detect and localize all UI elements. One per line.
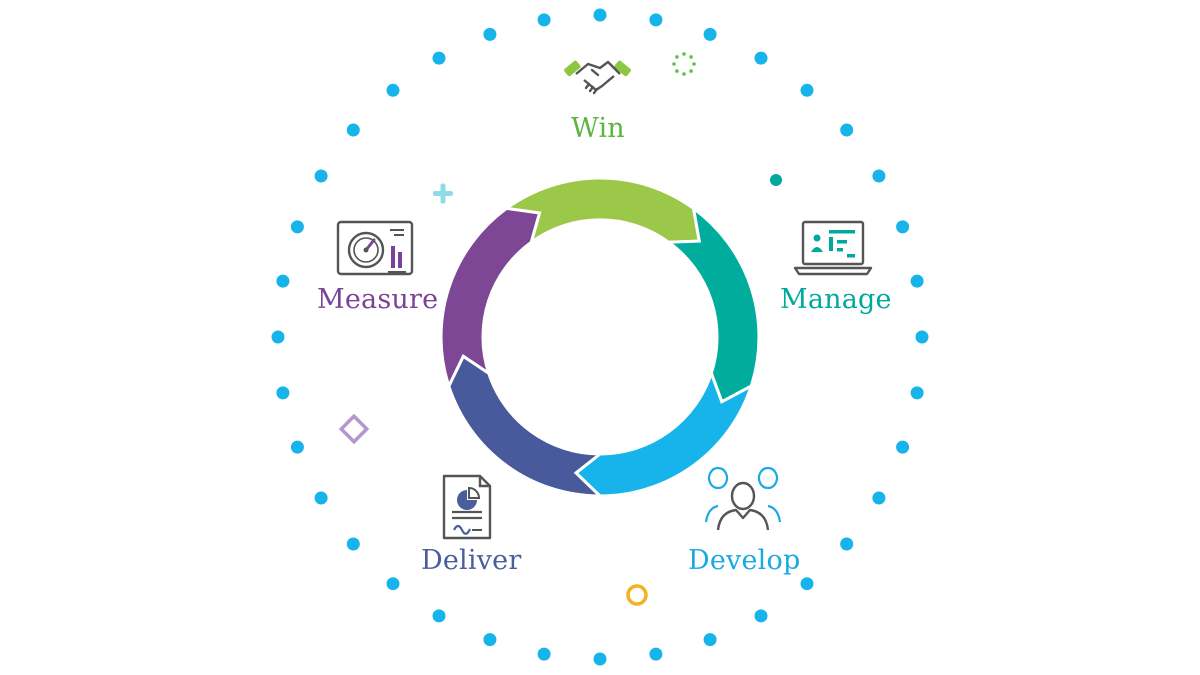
ring-segment-measure <box>439 206 542 391</box>
outer-dotted-ring <box>271 8 929 666</box>
cycle-ring <box>439 176 761 498</box>
outer-dot <box>840 537 854 551</box>
outer-dot <box>649 13 663 27</box>
stage-label-manage: Manage <box>780 284 892 315</box>
dotted-circle-dot <box>689 69 693 73</box>
outer-dot <box>840 123 854 137</box>
outer-dot <box>910 386 924 400</box>
stage-label-win: Win <box>571 113 625 144</box>
outer-dot <box>593 652 607 666</box>
dotted-circle-dot <box>682 52 686 56</box>
dotted-circle-dot <box>689 55 693 59</box>
diamond-decoration <box>338 413 370 445</box>
stage-label-deliver: Deliver <box>421 545 522 576</box>
outer-dot <box>872 169 886 183</box>
outer-dot <box>276 386 290 400</box>
outer-dot <box>276 274 290 288</box>
outer-dot <box>314 169 328 183</box>
outer-dot <box>800 83 814 97</box>
outer-dot <box>314 491 328 505</box>
outer-dot <box>346 123 360 137</box>
outer-dot <box>483 27 497 41</box>
outer-dot <box>703 633 717 647</box>
dotted-circle-dot <box>682 72 686 76</box>
outer-dot <box>910 274 924 288</box>
teal-dot-decoration <box>770 174 782 186</box>
outer-dot <box>537 647 551 661</box>
outer-dot <box>386 83 400 97</box>
stage-label-develop: Develop <box>688 545 801 576</box>
dotted-circle-dot <box>672 62 676 66</box>
dotted-circle-dot <box>675 55 679 59</box>
handshake-icon <box>564 60 631 95</box>
report-document-icon <box>442 474 492 540</box>
outer-dot <box>915 330 929 344</box>
laptop-dashboard-icon <box>793 220 873 276</box>
outer-dot <box>386 577 400 591</box>
ring-decoration <box>626 584 648 606</box>
outer-dot <box>754 609 768 623</box>
outer-dot <box>896 440 910 454</box>
outer-dot <box>483 633 497 647</box>
outer-dot <box>703 27 717 41</box>
dotted-circle-dot <box>675 69 679 73</box>
outer-dot <box>593 8 607 22</box>
outer-dot <box>290 220 304 234</box>
gauge-dashboard-icon <box>336 220 414 276</box>
outer-dot <box>290 440 304 454</box>
outer-dot <box>800 577 814 591</box>
team-people-icon <box>704 466 782 531</box>
dotted-circle-dot <box>692 62 696 66</box>
outer-dot <box>649 647 663 661</box>
outer-dot <box>432 51 446 65</box>
outer-dot <box>872 491 886 505</box>
dotted-circle-decoration <box>672 52 696 76</box>
plus-decoration <box>433 183 453 204</box>
outer-dot <box>754 51 768 65</box>
stage-label-measure: Measure <box>317 284 439 315</box>
outer-dot <box>896 220 910 234</box>
outer-dot <box>537 13 551 27</box>
outer-dot <box>346 537 360 551</box>
outer-dot <box>432 609 446 623</box>
outer-dot <box>271 330 285 344</box>
